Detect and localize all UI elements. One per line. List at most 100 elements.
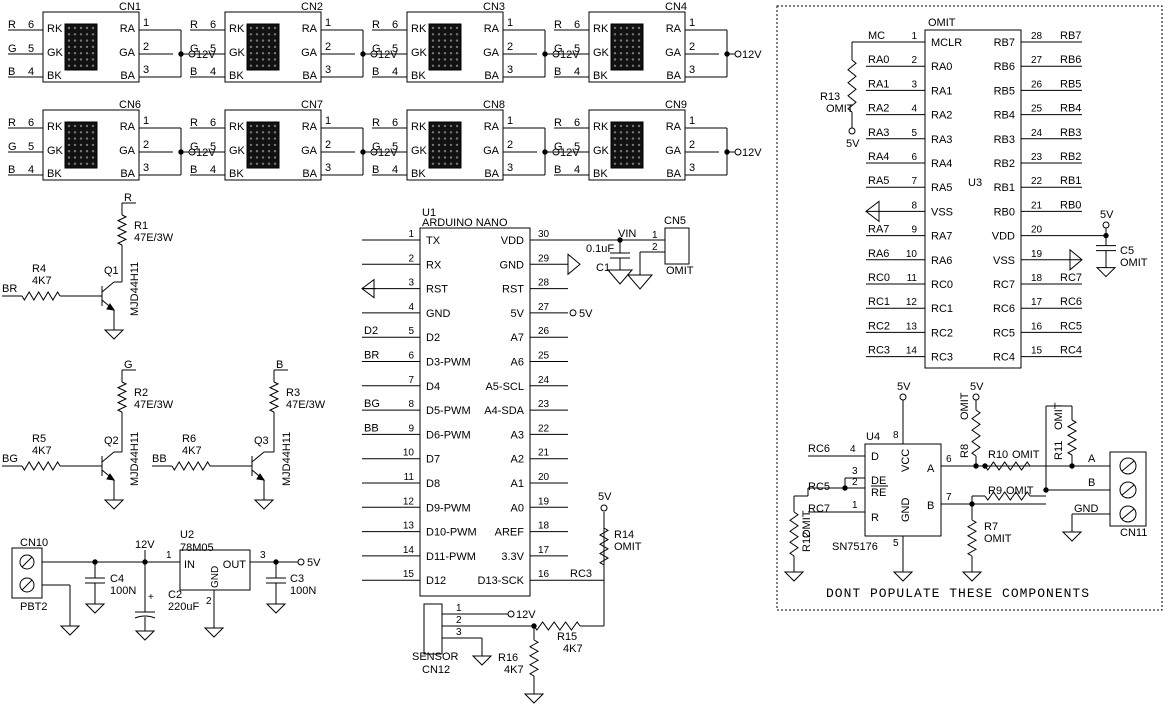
pin-number: 28 (1031, 31, 1043, 42)
led-dot (79, 124, 83, 128)
pin-number: 2 (689, 139, 695, 151)
cn11-terminal-block (1109, 451, 1147, 527)
pin-name: RA (302, 23, 318, 35)
net-label: GND (1074, 503, 1099, 515)
net-label: VIN (618, 228, 636, 240)
net-label: RC4 (1060, 345, 1082, 357)
led-dot (455, 52, 459, 55)
led-dot (637, 124, 641, 128)
pin-number: 1 (143, 115, 149, 127)
led-dot (91, 52, 95, 55)
net-label: RC0 (868, 272, 890, 284)
pin-number: 1 (143, 17, 149, 29)
net-label: G (190, 43, 199, 55)
ic-ref: U2 (180, 529, 194, 541)
led-dot (67, 64, 71, 68)
led-dot (625, 162, 629, 165)
led-dot (631, 58, 635, 61)
led-dot (613, 137, 617, 140)
pin-name: TX (426, 235, 441, 247)
led-dot (267, 26, 271, 30)
pin-name: GK (229, 145, 246, 157)
pin-number: 5 (911, 128, 917, 139)
terminal-ring (507, 610, 515, 618)
led-dot (249, 137, 253, 140)
pin-number: 6 (574, 19, 580, 31)
net-label: G (190, 141, 199, 153)
ic-ref: U1 (422, 207, 436, 219)
connector-ref: CN2 (301, 1, 323, 13)
led-dot (619, 52, 623, 55)
net-label: 5V (897, 381, 911, 393)
net-label: RC3 (868, 345, 890, 357)
pin-name: BA (666, 168, 681, 180)
led-module-box (406, 109, 504, 181)
pin-name: GND (210, 566, 221, 588)
led-dot (73, 26, 77, 30)
led-dot (91, 26, 95, 30)
pin-name: GK (47, 47, 64, 59)
led-dot (613, 52, 617, 55)
led-dot (443, 131, 447, 134)
pin-number: 9 (911, 225, 917, 236)
resistor-icon (533, 621, 581, 631)
led-dot (255, 52, 259, 55)
net-label: 12V (378, 49, 398, 61)
net-label: RB3 (1060, 127, 1081, 139)
net-label: RC5 (808, 481, 830, 493)
pin-name: BK (47, 168, 62, 180)
transistor-ref: Q3 (254, 435, 269, 447)
sensor-connector-box (423, 603, 443, 655)
pin-name: D (871, 451, 879, 463)
connector-ref: CN10 (20, 537, 48, 549)
led-dot (267, 131, 271, 134)
net-label: RC7 (1060, 272, 1082, 284)
led-dot (91, 39, 95, 42)
pin-number: 4 (210, 66, 216, 78)
resistor-value: 4K7 (182, 445, 202, 457)
resistor-icon (21, 291, 61, 301)
led-dot (73, 52, 77, 55)
net-label: RC2 (868, 320, 890, 332)
led-dot (443, 33, 447, 36)
net-label: MC (868, 30, 885, 42)
pin-number: 6 (408, 351, 414, 362)
led-dot (273, 58, 277, 61)
pin-number: 1 (689, 17, 695, 29)
pin-number: 9 (408, 423, 414, 434)
led-dot (91, 58, 95, 61)
led-dot (625, 124, 629, 128)
led-dot (255, 33, 259, 36)
pin-name: VSS (931, 206, 953, 218)
pin-name: A5-SCL (485, 381, 524, 393)
led-dot (267, 162, 271, 165)
led-dot (449, 58, 453, 61)
pin-number: 4 (28, 164, 34, 176)
led-dot (619, 33, 623, 36)
led-dot (637, 162, 641, 165)
led-dot (79, 131, 83, 134)
capacitor-value: 220uF (168, 601, 199, 613)
led-dot (631, 26, 635, 30)
terminal-ring (297, 558, 305, 566)
led-dot (79, 156, 83, 159)
led-dot (631, 150, 635, 153)
resistor-icon (599, 527, 609, 566)
led-dot (455, 162, 459, 165)
led-dot (273, 33, 277, 36)
led-dot (255, 39, 259, 42)
ground-icon (961, 571, 983, 582)
pin-number: 3 (507, 64, 513, 76)
led-dot (431, 143, 435, 147)
net-label: RA0 (868, 54, 889, 66)
pin-name: RX (426, 259, 442, 271)
led-dot (637, 33, 641, 36)
led-dot (631, 39, 635, 42)
net-label: BB (364, 422, 379, 434)
led-dot (619, 156, 623, 159)
ground-icon (783, 571, 805, 582)
u2-regulator-box (179, 549, 251, 591)
pin-number: 17 (538, 545, 550, 556)
dnp-note: DONT POPULATE THESE COMPONENTS (826, 586, 1090, 601)
pin-name: 5V (511, 308, 525, 320)
